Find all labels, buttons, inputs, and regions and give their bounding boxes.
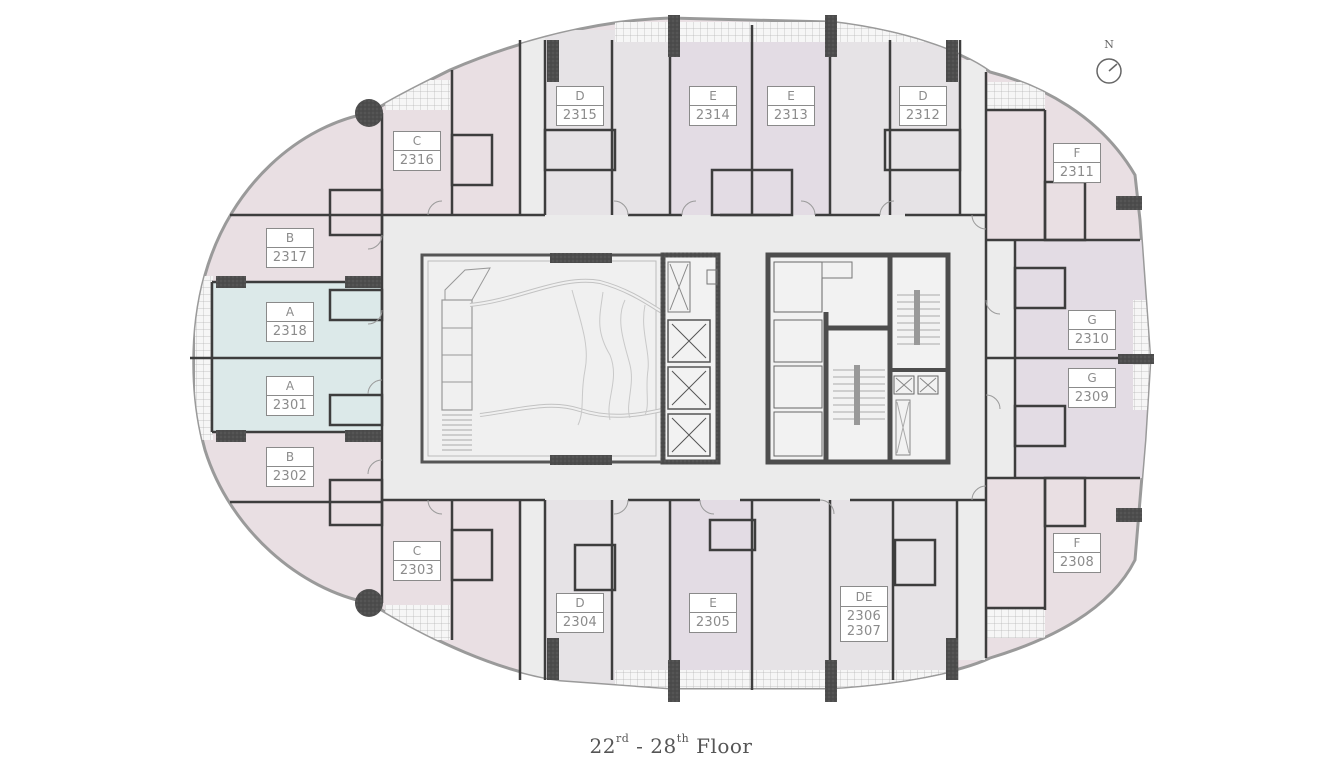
unit-type: F: [1054, 146, 1100, 163]
unit-number: 2310: [1074, 332, 1110, 347]
unit-type: D: [557, 89, 603, 106]
unit-number: 2309: [1074, 390, 1110, 405]
unit-number: 2308: [1059, 555, 1095, 570]
floor-label: Floor: [696, 734, 753, 758]
unit-type: D: [557, 596, 603, 613]
unit-number-secondary: 2307: [846, 623, 882, 639]
unit-label-2316[interactable]: C 2316: [393, 131, 441, 171]
unit-number: 2314: [695, 108, 731, 123]
north-compass: N: [1092, 38, 1126, 88]
unit-type: A: [267, 379, 313, 396]
unit-label-2309[interactable]: G 2309: [1068, 368, 1116, 408]
unit-label-2310[interactable]: G 2310: [1068, 310, 1116, 350]
unit-label-2312[interactable]: D 2312: [899, 86, 947, 126]
unit-type: DE: [841, 590, 887, 607]
unit-label-2305[interactable]: E 2305: [689, 593, 737, 633]
unit-number: 2306: [846, 608, 882, 624]
unit-number: 2302: [272, 469, 308, 484]
floor-start-suffix: rd: [615, 732, 630, 745]
unit-number: 2317: [272, 250, 308, 265]
unit-number: 2311: [1059, 165, 1095, 180]
unit-label-2314[interactable]: E 2314: [689, 86, 737, 126]
unit-number: 2316: [399, 153, 435, 168]
unit-label-2318[interactable]: A 2318: [266, 302, 314, 342]
unit-type: A: [267, 305, 313, 322]
unit-label-2301[interactable]: A 2301: [266, 376, 314, 416]
floor-title: 22rd - 28th Floor: [0, 732, 1342, 758]
unit-number: 2301: [272, 398, 308, 413]
unit-label-2303[interactable]: C 2303: [393, 541, 441, 581]
unit-number: 2304: [562, 615, 598, 630]
unit-type: E: [768, 89, 814, 106]
unit-label-2304[interactable]: D 2304: [556, 593, 604, 633]
unit-label-2308[interactable]: F 2308: [1053, 533, 1101, 573]
unit-type: G: [1069, 313, 1115, 330]
unit-number: 2305: [695, 615, 731, 630]
unit-number: 2315: [562, 108, 598, 123]
unit-type: E: [690, 596, 736, 613]
unit-number: 2318: [272, 324, 308, 339]
unit-label-2311[interactable]: F 2311: [1053, 143, 1101, 183]
unit-type: F: [1054, 536, 1100, 553]
floor-end-suffix: th: [676, 732, 690, 745]
unit-number: 2303: [399, 563, 435, 578]
unit-label-2315[interactable]: D 2315: [556, 86, 604, 126]
unit-type: B: [267, 450, 313, 467]
door-swings: [367, 200, 1001, 515]
structural-columns: [216, 15, 1154, 702]
unit-type: E: [690, 89, 736, 106]
north-label: N: [1104, 38, 1114, 51]
unit-number: 2312: [905, 108, 941, 123]
unit-number: 2313: [773, 108, 809, 123]
floor-start: 22: [589, 734, 616, 758]
unit-type: B: [267, 231, 313, 248]
unit-type: C: [394, 544, 440, 561]
floor-separator: -: [629, 734, 651, 758]
floor-end: 28: [650, 734, 677, 758]
unit-type: C: [394, 134, 440, 151]
unit-label-2317[interactable]: B 2317: [266, 228, 314, 268]
stair-core-right: [765, 252, 951, 465]
unit-type: D: [900, 89, 946, 106]
north-arrow-icon: [1096, 58, 1122, 84]
elevator-bank-left: [660, 252, 721, 465]
unit-type: G: [1069, 371, 1115, 388]
atrium: [420, 253, 664, 465]
unit-label-2313[interactable]: E 2313: [767, 86, 815, 126]
unit-label-2302[interactable]: B 2302: [266, 447, 314, 487]
